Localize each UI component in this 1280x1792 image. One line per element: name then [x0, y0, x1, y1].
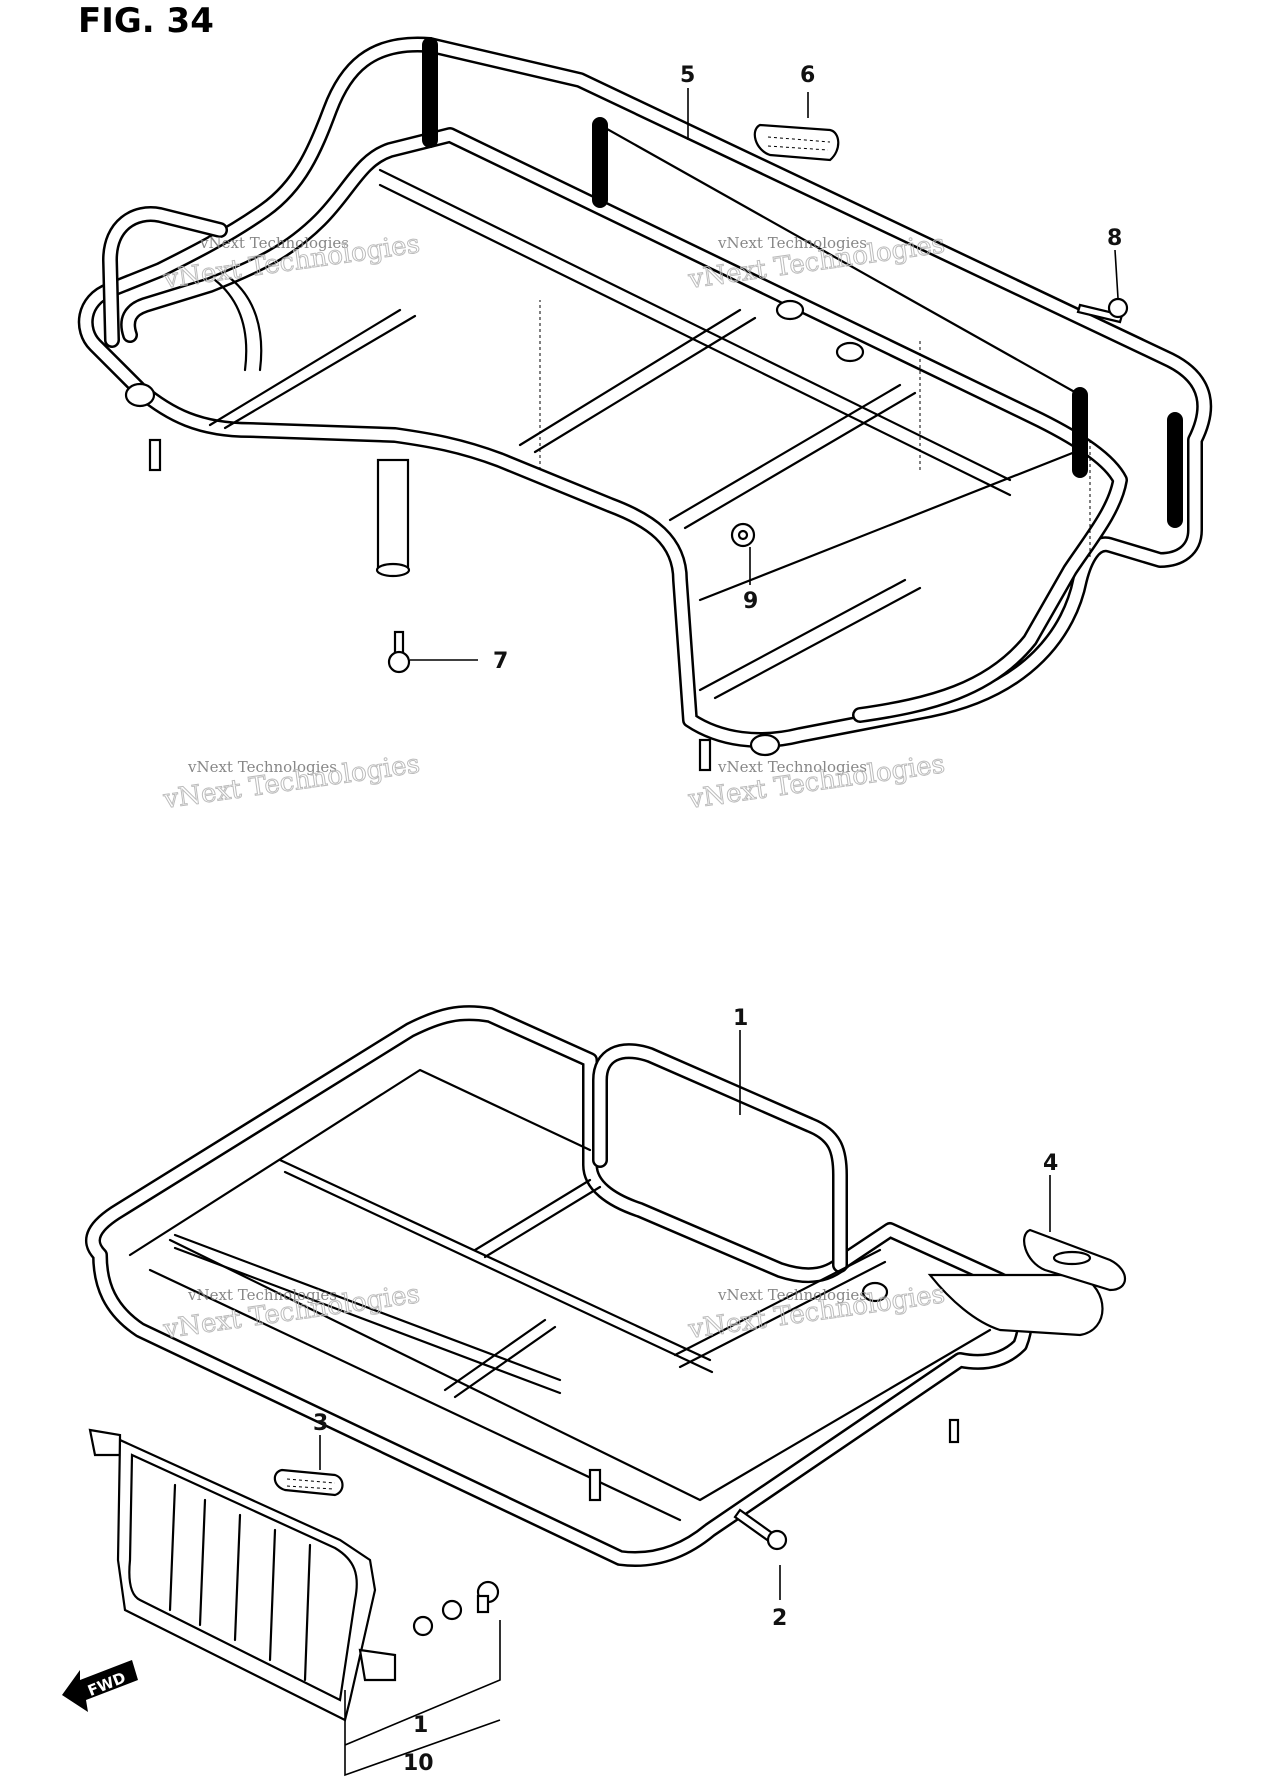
front-carrier — [85, 1005, 1104, 1568]
callout-6: 6 — [800, 63, 815, 88]
rear-carrier-reflector — [753, 123, 840, 162]
bracket-4 — [1023, 1228, 1127, 1292]
callout-8: 8 — [1107, 226, 1122, 251]
watermark-text: vNext Technologies — [717, 758, 867, 776]
bolt-2 — [733, 1508, 788, 1551]
callout-4: 4 — [1043, 1151, 1058, 1176]
forward-arrow-icon: FWD — [62, 1660, 138, 1712]
callout-2: 2 — [772, 1606, 787, 1631]
nut-9 — [730, 522, 756, 548]
watermark-text: vNext Technologies — [199, 234, 349, 252]
callout-1: 1 — [733, 1006, 748, 1031]
callout-10: 10 — [403, 1751, 434, 1776]
guard-10 — [88, 1428, 500, 1722]
bolt-7 — [387, 630, 411, 674]
callout-3: 3 — [313, 1411, 328, 1436]
watermark-text: vNext Technologies — [717, 1286, 867, 1304]
watermark-text: vNext Technologies — [187, 758, 337, 776]
callout-9: 9 — [743, 589, 758, 614]
callout-5: 5 — [680, 63, 695, 88]
callout-1-set: 1 — [413, 1713, 428, 1738]
callout-7: 7 — [493, 649, 508, 674]
figure-title: FIG. 34 — [78, 1, 214, 41]
bolt-8 — [1076, 297, 1129, 324]
watermark-text: vNext Technologies — [187, 1286, 337, 1304]
watermark-text: vNext Technologies — [717, 234, 867, 252]
front-carrier-reflector — [273, 1468, 344, 1497]
rear-carrier — [77, 36, 1213, 772]
